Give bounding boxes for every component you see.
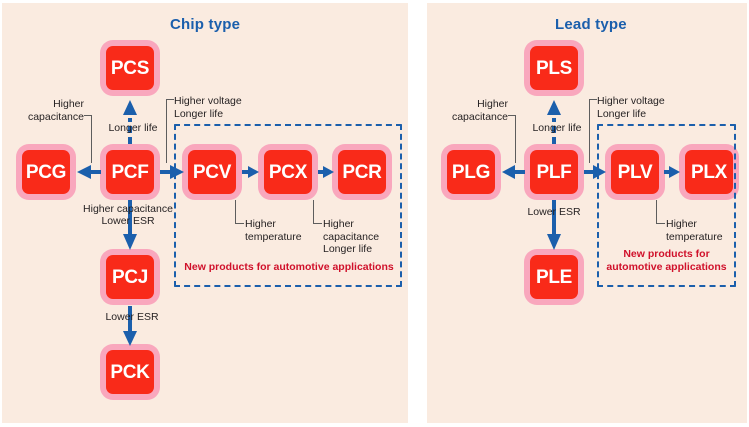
panel-title-chip: Chip type [170,16,241,33]
product-box-pcs-inner: PCS [106,46,154,90]
product-box-plx[interactable]: PLX [679,144,739,200]
product-box-pcx[interactable]: PCX [258,144,318,200]
automotive-region-label-chip: New products for automotive applications [184,261,394,273]
leader-higher-capacitance-lead [508,115,516,163]
arrow-plv-to-plx [664,164,680,180]
product-label-plg: PLG [451,161,491,183]
automotive-region-chip [174,124,402,287]
product-box-plf[interactable]: PLF [524,144,584,200]
product-label-pls: PLS [535,57,573,79]
note-higher-voltage-longer-life-chip: Higher voltage Longer life [174,95,242,120]
product-box-pls[interactable]: PLS [524,40,584,96]
product-box-pcx-inner: PCX [264,150,312,194]
panel-lead-type: Lead type PLS PLG PLF PLV [427,3,747,423]
product-label-pcj: PCJ [111,266,149,288]
arrow-plf-to-plv [584,164,606,180]
product-box-pls-inner: PLS [530,46,578,90]
product-label-plf: PLF [536,161,572,183]
panel-chip-type: Chip type PCS PCG PCF PCV [2,3,408,423]
product-label-pck: PCK [110,361,150,383]
product-box-plv-inner: PLV [611,150,659,194]
product-box-plx-inner: PLX [685,150,733,194]
arrow-pcj-to-pck [123,306,137,346]
arrow-pcf-to-pcg [77,164,101,180]
arrow-plf-to-ple [547,200,561,250]
note-lower-esr-lead: Lower ESR [527,206,581,218]
product-box-pcf[interactable]: PCF [100,144,160,200]
product-box-pcf-inner: PCF [106,150,154,194]
note-lower-esr-chip: Lower ESR [105,311,159,323]
product-box-pck[interactable]: PCK [100,344,160,400]
product-box-plf-inner: PLF [530,150,578,194]
note-higher-capacitance-lead: Higher capacitance [451,98,508,123]
product-box-pcr-inner: PCR [338,150,386,194]
product-box-ple[interactable]: PLE [524,249,584,305]
note-longer-life-lead: Longer life [532,122,582,134]
note-higher-capacitance-chip: Higher capacitance [27,98,84,123]
product-label-plv: PLV [617,161,653,183]
product-label-pcs: PCS [110,57,150,79]
product-box-pcg-inner: PCG [22,150,70,194]
product-box-pcj-inner: PCJ [106,255,154,299]
product-box-plg[interactable]: PLG [441,144,501,200]
panel-title-lead: Lead type [555,16,627,33]
leader-higher-temperature-lead [656,200,665,224]
automotive-region-label-lead: New products for automotive applications [606,248,727,273]
automotive-region-lead [597,124,736,287]
product-box-pcs[interactable]: PCS [100,40,160,96]
product-box-plg-inner: PLG [447,150,495,194]
leader-higher-voltage-lead [589,99,597,163]
product-label-pcr: PCR [342,161,382,183]
product-box-pcj[interactable]: PCJ [100,249,160,305]
note-higher-temperature-chip: Higher temperature [245,218,302,243]
product-label-pcf: PCF [111,161,149,183]
leader-higher-voltage-chip [166,99,174,163]
arrow-pcf-to-pcj [123,200,137,250]
product-box-ple-inner: PLE [530,255,578,299]
product-box-plv[interactable]: PLV [605,144,665,200]
product-label-ple: PLE [535,266,573,288]
product-label-pcg: PCG [25,161,67,183]
note-higher-voltage-longer-life-lead: Higher voltage Longer life [597,95,665,120]
arrow-plf-to-pls [547,100,561,144]
leader-higher-capacitance-chip [84,115,92,163]
arrow-pcf-to-pcv [160,164,184,180]
product-box-pcr[interactable]: PCR [332,144,392,200]
product-label-pcv: PCV [192,161,232,183]
product-box-pcv[interactable]: PCV [182,144,242,200]
product-label-plx: PLX [690,161,728,183]
product-box-pck-inner: PCK [106,350,154,394]
note-longer-life-chip: Longer life [108,122,158,134]
note-higher-capacitance-lower-esr-chip: Higher capacitance Lower ESR [83,203,173,227]
arrow-plf-to-plg [502,164,525,180]
leader-higher-temperature-chip [235,200,244,224]
product-box-pcv-inner: PCV [188,150,236,194]
product-label-pcx: PCX [268,161,308,183]
leader-higher-capacitance-longer-life-chip [313,200,322,224]
product-box-pcg[interactable]: PCG [16,144,76,200]
arrow-pcf-to-pcs [123,100,137,144]
note-higher-temperature-lead: Higher temperature [666,218,723,243]
note-higher-capacitance-longer-life-chip: Higher capacitance Longer life [323,218,380,255]
arrow-pcv-to-pcx [242,164,259,180]
arrow-pcx-to-pcr [318,164,334,180]
